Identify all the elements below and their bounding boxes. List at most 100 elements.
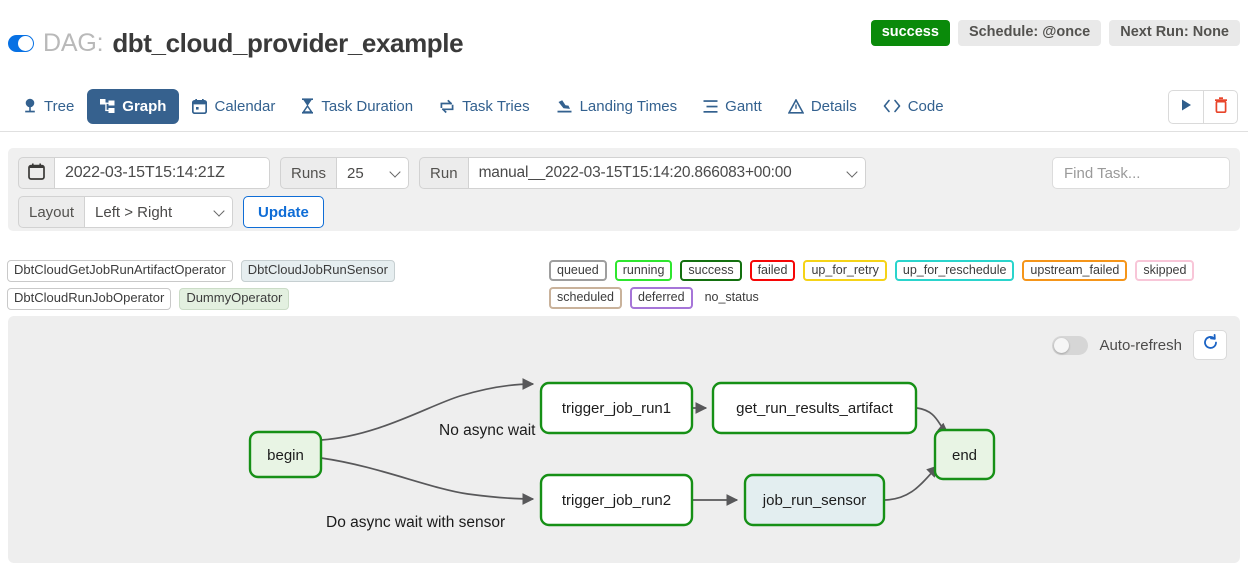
dag-run-select[interactable]: manual__2022-03-15T15:14:20.866083+00:00 — [468, 157, 866, 189]
legend-state-scheduled[interactable]: scheduled — [549, 287, 622, 309]
tab-label: Gantt — [725, 97, 762, 115]
layout-select[interactable]: Left > Right — [85, 196, 234, 228]
state-legend: queued running success failed up_for_ret… — [549, 260, 1244, 309]
tab-landing-times[interactable]: Landing Times — [543, 89, 691, 124]
trigger-dag-button[interactable] — [1169, 91, 1203, 123]
edge-begin-trigger1 — [320, 378, 535, 441]
tab-gantt[interactable]: Gantt — [690, 89, 775, 124]
warning-triangle-icon — [787, 98, 804, 114]
tab-task-duration[interactable]: Task Duration — [288, 88, 426, 124]
legend-state-deferred[interactable]: deferred — [630, 287, 693, 309]
auto-refresh-label: Auto-refresh — [1099, 336, 1182, 354]
edge-begin-trigger2 — [320, 457, 535, 505]
auto-refresh-toggle[interactable] — [1052, 335, 1089, 355]
date-run-group: 2022-03-15T15:14:21Z — [18, 157, 270, 189]
update-button[interactable]: Update — [243, 196, 324, 228]
graph-node-get-run-results-artifact[interactable]: get_run_results_artifact — [711, 381, 918, 435]
graph-legend: DbtCloudGetJobRunArtifactOperator DbtClo… — [0, 258, 1248, 310]
legend-state-queued[interactable]: queued — [549, 260, 607, 282]
tree-icon — [23, 98, 37, 114]
dag-label: DAG: — [43, 29, 104, 57]
runs-label: Runs — [280, 157, 338, 189]
graph-node-job-run-sensor[interactable]: job_run_sensor — [743, 473, 886, 527]
legend-state-no-status[interactable]: no_status — [704, 290, 759, 305]
num-runs-select[interactable]: 25 — [337, 157, 410, 189]
legend-state-failed[interactable]: failed — [749, 260, 796, 282]
dag-paused-toggle[interactable] — [8, 35, 34, 52]
legend-state-running[interactable]: running — [614, 260, 673, 282]
operator-legend: DbtCloudGetJobRunArtifactOperator DbtClo… — [7, 260, 547, 310]
legend-state-skipped[interactable]: skipped — [1135, 260, 1195, 282]
next-run-badge: Next Run: None — [1109, 20, 1240, 46]
graph-icon — [100, 98, 115, 114]
trash-icon — [1214, 96, 1228, 118]
dag-title: DAG: dbt_cloud_provider_example — [8, 28, 464, 59]
tab-label: Code — [907, 97, 944, 115]
node-label: job_run_sensor — [762, 492, 866, 509]
legend-operator[interactable]: DbtCloudRunJobOperator — [7, 287, 172, 310]
node-label: begin — [267, 447, 304, 464]
tab-label: Calendar — [214, 97, 276, 115]
header-badges: success Schedule: @once Next Run: None — [870, 20, 1240, 46]
delete-dag-button[interactable] — [1203, 91, 1237, 123]
legend-operator[interactable]: DbtCloudGetJobRunArtifactOperator — [7, 260, 233, 282]
node-label: trigger_job_run2 — [562, 492, 671, 509]
schedule-badge[interactable]: Schedule: @once — [957, 20, 1102, 46]
refresh-button[interactable] — [1193, 330, 1227, 360]
legend-operator[interactable]: DummyOperator — [179, 287, 290, 310]
status-badge: success — [870, 20, 950, 46]
dag-name: dbt_cloud_provider_example — [112, 28, 464, 58]
calendar-picker-button[interactable] — [18, 157, 55, 189]
graph-edge-labels: No async wait Do async wait with sensor — [326, 422, 536, 531]
edge-sensor-end — [884, 465, 939, 501]
hourglass-icon — [301, 98, 314, 114]
legend-state-up-for-retry[interactable]: up_for_retry — [803, 260, 887, 282]
dag-graph[interactable]: No async wait Do async wait with sensor … — [8, 316, 1240, 563]
calendar-icon — [192, 98, 208, 114]
tab-list: Tree Graph Calendar Task Duration Task T — [10, 82, 957, 130]
tab-label: Landing Times — [579, 97, 678, 115]
graph-panel: Auto-refresh No async wait Do async wait… — [8, 316, 1240, 563]
graph-controls: Auto-refresh — [1052, 330, 1227, 360]
tab-label: Tree — [44, 97, 75, 115]
node-label: end — [952, 447, 977, 464]
runs-group: Runs 25 — [280, 157, 410, 189]
legend-operator[interactable]: DbtCloudJobRunSensor — [240, 260, 395, 282]
tab-label: Details — [810, 97, 857, 115]
tab-code[interactable]: Code — [870, 89, 957, 124]
tab-details[interactable]: Details — [775, 89, 870, 124]
graph-node-end[interactable]: end — [933, 428, 996, 481]
gantt-icon — [703, 99, 718, 114]
layout-group: Layout Left > Right — [18, 196, 234, 228]
tab-graph[interactable]: Graph — [87, 88, 180, 124]
find-task-input[interactable]: Find Task... — [1052, 157, 1230, 189]
tab-calendar[interactable]: Calendar — [179, 89, 288, 124]
graph-node-begin[interactable]: begin — [248, 430, 323, 479]
legend-state-up-for-reschedule[interactable]: up_for_reschedule — [894, 260, 1015, 282]
graph-node-trigger-job-run2[interactable]: trigger_job_run2 — [539, 473, 694, 527]
tab-action-buttons — [1168, 90, 1238, 124]
tab-task-tries[interactable]: Task Tries — [426, 89, 543, 124]
graph-node-trigger-job-run1[interactable]: trigger_job_run1 — [539, 381, 694, 435]
retry-icon — [439, 99, 455, 114]
tab-label: Graph — [122, 97, 167, 115]
node-label: trigger_job_run1 — [562, 400, 671, 417]
tab-bar: Tree Graph Calendar Task Duration Task T — [0, 82, 1248, 132]
tab-label: Task Duration — [321, 97, 414, 115]
play-icon — [1180, 98, 1193, 117]
execution-date-input[interactable]: 2022-03-15T15:14:21Z — [55, 157, 270, 189]
tab-tree[interactable]: Tree — [10, 88, 87, 124]
legend-state-success[interactable]: success — [680, 260, 742, 282]
legend-state-upstream-failed[interactable]: upstream_failed — [1022, 260, 1128, 282]
toolbar-row-2: Layout Left > Right Update — [18, 196, 1230, 228]
tab-label: Task Tries — [462, 97, 530, 115]
dag-toolbar: 2022-03-15T15:14:21Z Runs 25 Run manual_… — [8, 148, 1240, 231]
layout-label: Layout — [18, 196, 86, 228]
toolbar-row-1: 2022-03-15T15:14:21Z Runs 25 Run manual_… — [18, 157, 1230, 189]
edge-label-no-async-wait: No async wait — [439, 422, 536, 439]
page-header: DAG: dbt_cloud_provider_example success … — [0, 0, 1248, 70]
run-group: Run manual__2022-03-15T15:14:20.866083+0… — [419, 157, 866, 189]
code-icon — [883, 99, 901, 113]
run-label: Run — [419, 157, 469, 189]
node-label: get_run_results_artifact — [736, 400, 894, 417]
